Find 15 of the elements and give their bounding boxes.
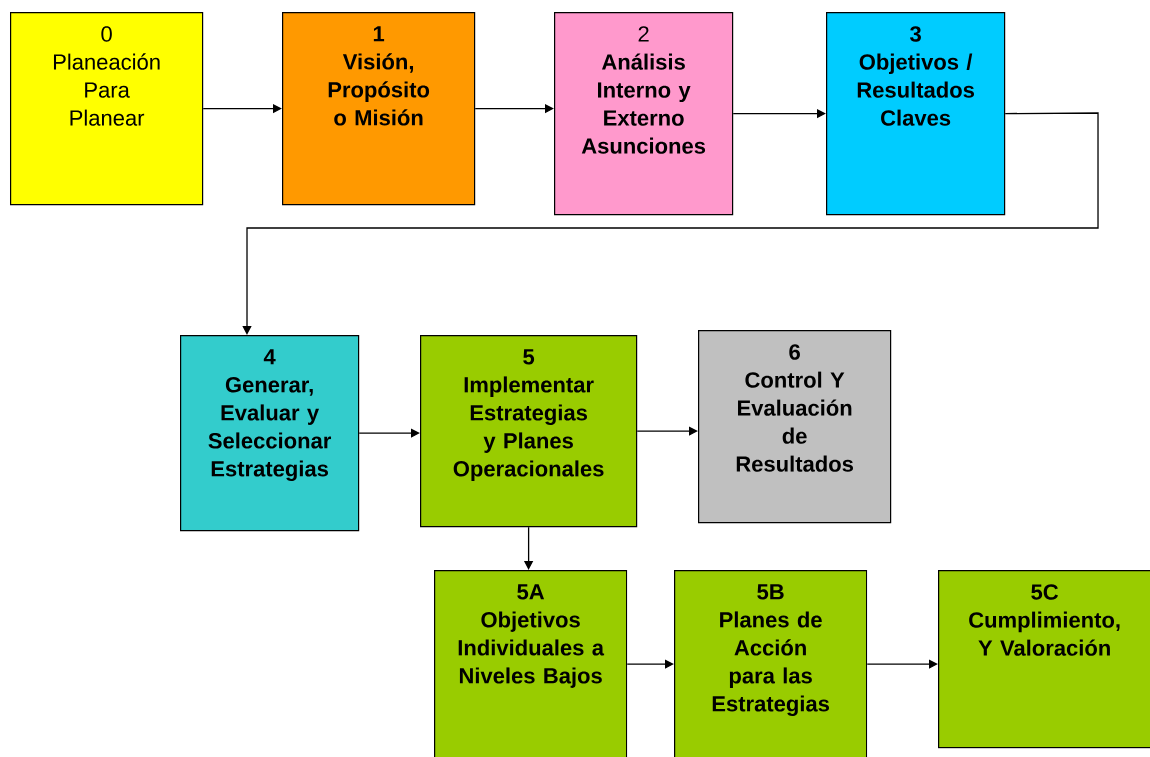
arrow <box>636 426 698 436</box>
process-box: 5C Cumplimiento, Y Valoración <box>938 570 1150 749</box>
process-box: 5 Implementar Estrategias y Planes Operacionales <box>420 335 638 528</box>
process-box: 5B Planes de Acción para las Estrategias <box>674 570 868 757</box>
process-box: 5A Objetivos Individuales a Niveles Bajos <box>434 570 628 757</box>
process-box: 0 Planeación Para Planear <box>10 12 204 206</box>
process-box: 1 Visión, Propósito o Misión <box>282 12 476 206</box>
process-box: 4 Generar, Evaluar y Seleccionar Estrategias <box>180 335 360 532</box>
arrow <box>866 659 938 669</box>
process-box: 2 Análisis Interno y Externo Asunciones <box>554 12 734 216</box>
process-box: 6 Control Y Evaluación de Resultados <box>698 330 892 524</box>
arrow <box>626 659 674 669</box>
arrow <box>358 428 420 438</box>
arrow <box>242 112 1099 335</box>
process-box: 3 Objetivos / Resultados Claves <box>826 12 1006 216</box>
